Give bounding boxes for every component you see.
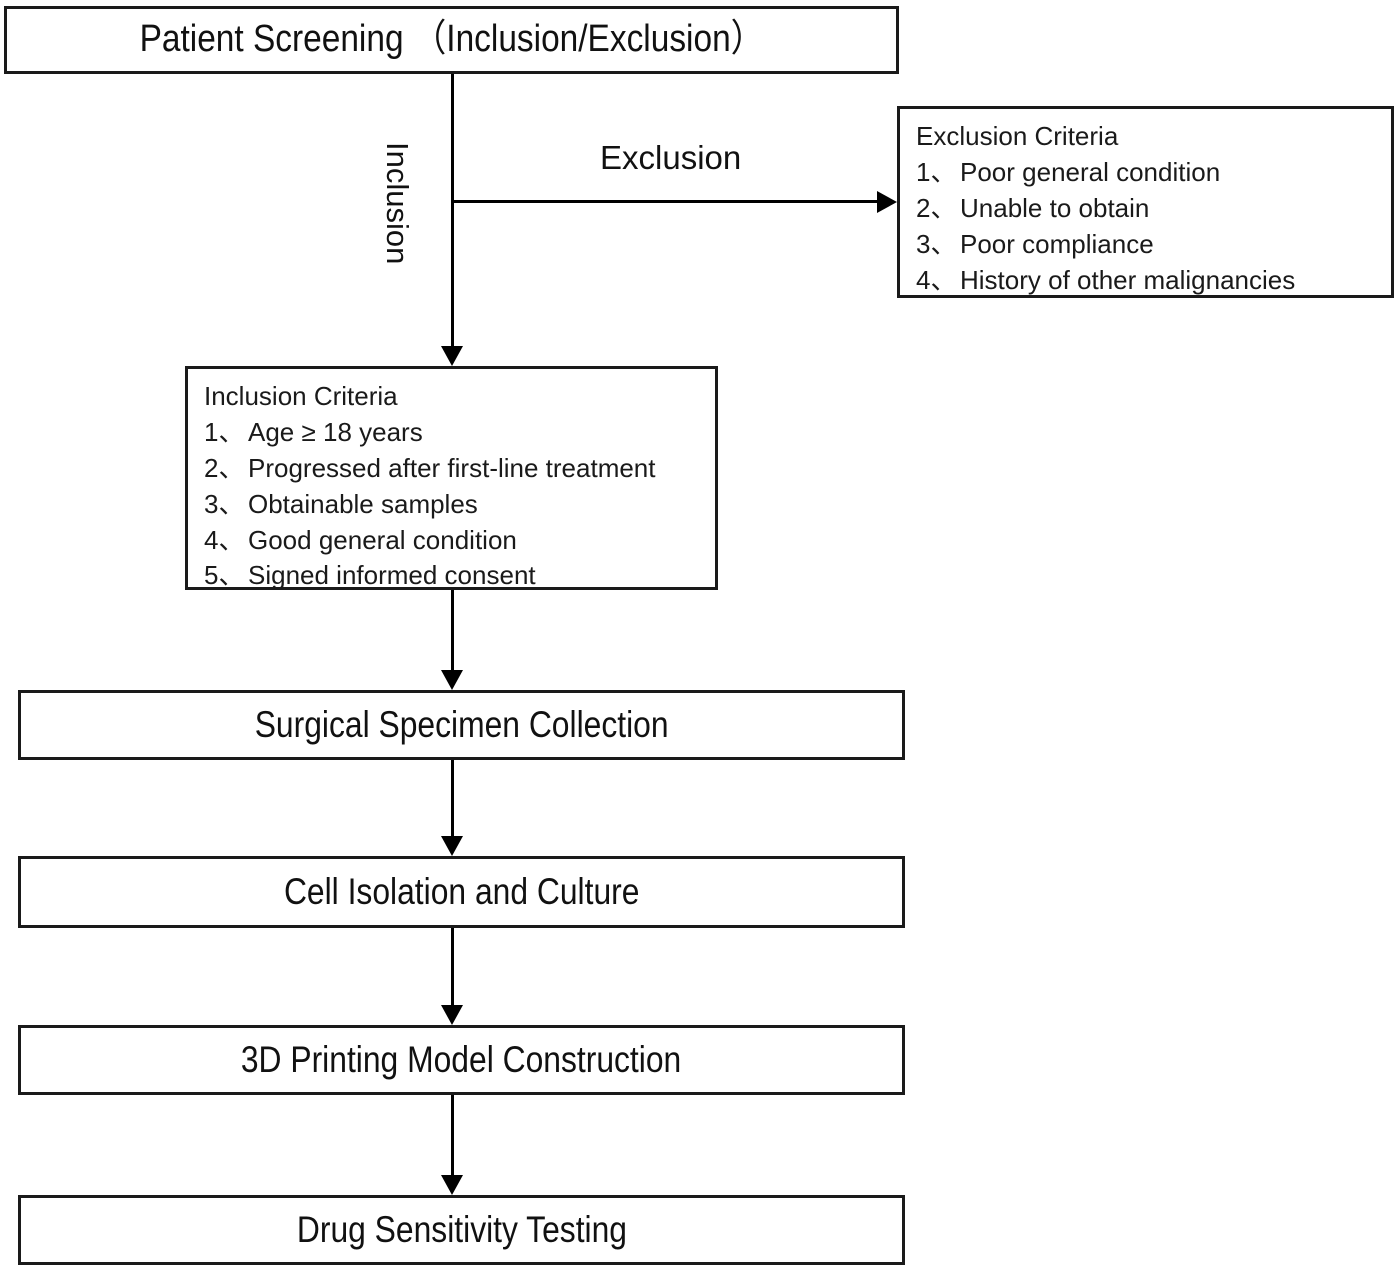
connector-line-4 [451,1095,454,1175]
patient-screening-box: Patient Screening （Inclusion/Exclusion） [4,6,899,74]
inclusion-criteria-item-text: Age ≥ 18 years [248,416,423,447]
inclusion-criteria-item: 1、 Age ≥ 18 years [204,415,715,451]
edge-label-inclusion: Inclusion [380,142,415,265]
inclusion-criteria-item-number: 3、 [204,488,245,519]
exclusion-criteria-item-number: 2、 [916,192,957,223]
connector-line-1 [451,590,454,670]
connector-line-3 [451,928,454,1005]
process-box-surgical-specimen-collection: Surgical Specimen Collection [18,690,905,760]
connector-arrowhead-1 [441,670,463,690]
inclusion-criteria-item-text: Good general condition [248,524,517,555]
inclusion-trunk-line [451,74,454,346]
exclusion-criteria-item: 1、 Poor general condition [916,155,1391,191]
exclusion-branch-arrowhead [877,191,897,213]
inclusion-criteria-item-text: Progressed after first-line treatment [248,452,656,483]
exclusion-criteria-item-text: History of other malignancies [960,264,1296,295]
inclusion-criteria-item-text: Signed informed consent [248,560,536,591]
exclusion-criteria-item-number: 4、 [916,264,957,295]
exclusion-criteria-item-number: 3、 [916,228,957,259]
inclusion-criteria-box: Inclusion Criteria 1、 Age ≥ 18 years 2、 … [185,366,718,590]
exclusion-branch-line [452,200,879,203]
inclusion-criteria-item: 3、 Obtainable samples [204,487,715,523]
inclusion-criteria-item-text: Obtainable samples [248,488,478,519]
inclusion-criteria-item-number: 4、 [204,524,245,555]
connector-line-2 [451,760,454,836]
inclusion-criteria-item-number: 2、 [204,452,245,483]
process-box-drug-sensitivity-testing: Drug Sensitivity Testing [18,1195,905,1265]
inclusion-criteria-heading: Inclusion Criteria [204,381,398,411]
exclusion-criteria-item-number: 1、 [916,156,957,187]
process-box-cell-isolation-and-culture: Cell Isolation and Culture [18,856,905,928]
inclusion-criteria-item: 5、 Signed informed consent [204,558,715,594]
exclusion-criteria-item: 3、 Poor compliance [916,227,1391,263]
edge-label-exclusion: Exclusion [600,139,742,176]
inclusion-criteria-item-number: 5、 [204,560,245,591]
connector-arrowhead-4 [441,1175,463,1195]
process-label: Drug Sensitivity Testing [296,1208,627,1250]
process-label: 3D Printing Model Construction [241,1038,682,1080]
inclusion-criteria-item: 2、 Progressed after first-line treatment [204,451,715,487]
inclusion-criteria-item: 4、 Good general condition [204,523,715,559]
exclusion-criteria-item-text: Poor general condition [960,156,1221,187]
process-box-3d-printing-model-construction: 3D Printing Model Construction [18,1025,905,1095]
process-label: Surgical Specimen Collection [254,703,669,745]
inclusion-criteria-item-number: 1、 [204,416,245,447]
connector-arrowhead-2 [441,836,463,856]
exclusion-criteria-item-text: Poor compliance [960,228,1154,259]
exclusion-criteria-item: 2、 Unable to obtain [916,191,1391,227]
exclusion-criteria-heading: Exclusion Criteria [916,121,1119,151]
process-label: Cell Isolation and Culture [283,870,640,912]
patient-screening-label: Patient Screening （Inclusion/Exclusion） [139,18,764,61]
exclusion-criteria-box: Exclusion Criteria 1、 Poor general condi… [897,106,1394,298]
exclusion-criteria-item-text: Unable to obtain [960,192,1150,223]
connector-arrowhead-3 [441,1005,463,1025]
inclusion-trunk-arrowhead [441,346,463,366]
exclusion-criteria-item: 4、 History of other malignancies [916,263,1391,299]
